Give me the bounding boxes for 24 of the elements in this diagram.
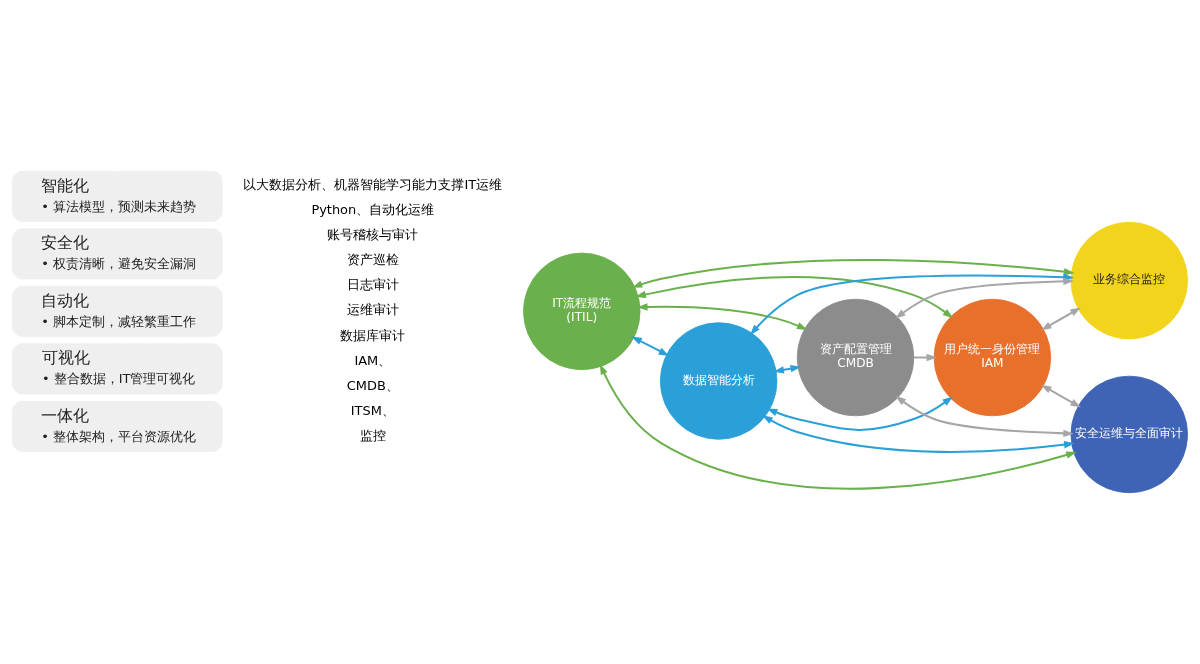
arrow (895, 277, 1074, 319)
arrow (914, 353, 938, 362)
arrow (762, 415, 1075, 453)
arrow (631, 336, 670, 356)
arrow (766, 396, 953, 431)
arrow (637, 303, 808, 330)
label: 运维审计 (346, 302, 399, 318)
label: 账号稽核与审计 (327, 227, 419, 243)
label: 资产巡检 (346, 252, 399, 268)
label: ITSM、 (350, 402, 395, 418)
arrow (749, 273, 1074, 336)
label: 数据库审计 (340, 327, 406, 343)
arrow (1040, 307, 1081, 331)
arrow (635, 276, 954, 319)
arrow (599, 363, 1077, 490)
label: Python、自动化运维 (311, 202, 435, 217)
arrow (895, 395, 1074, 438)
arrow (1040, 384, 1081, 408)
label: CMDB、 (346, 377, 399, 393)
arrow (631, 258, 1075, 288)
label: 监控 (359, 427, 386, 443)
label: 日志审计 (346, 277, 399, 293)
label: 以大数据分析、机器智能学习能力支撑IT运维 (243, 176, 503, 192)
label: IAM、 (354, 352, 392, 368)
